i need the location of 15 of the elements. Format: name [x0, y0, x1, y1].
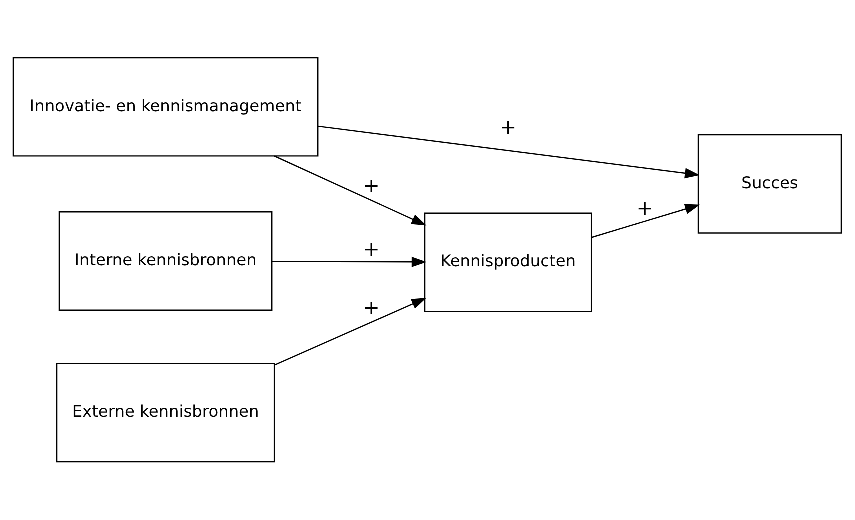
node-box: Kennisproducten — [424, 212, 592, 312]
node-box: Succes — [698, 134, 842, 234]
arrow — [318, 126, 700, 179]
edge-label: + — [363, 238, 380, 262]
edge-label: + — [363, 296, 380, 320]
edge-label: + — [636, 196, 654, 220]
node-box: Interne kennisbronnen — [58, 212, 273, 311]
edge-label: + — [363, 174, 380, 198]
arrow — [274, 156, 427, 226]
arrow — [274, 298, 427, 366]
arrow — [272, 256, 427, 268]
arrow — [592, 204, 700, 238]
node-box: Innovatie- en kennismanagement — [12, 57, 319, 157]
node-box: Externe kennisbronnen — [56, 363, 276, 463]
edge-label: + — [500, 116, 517, 140]
